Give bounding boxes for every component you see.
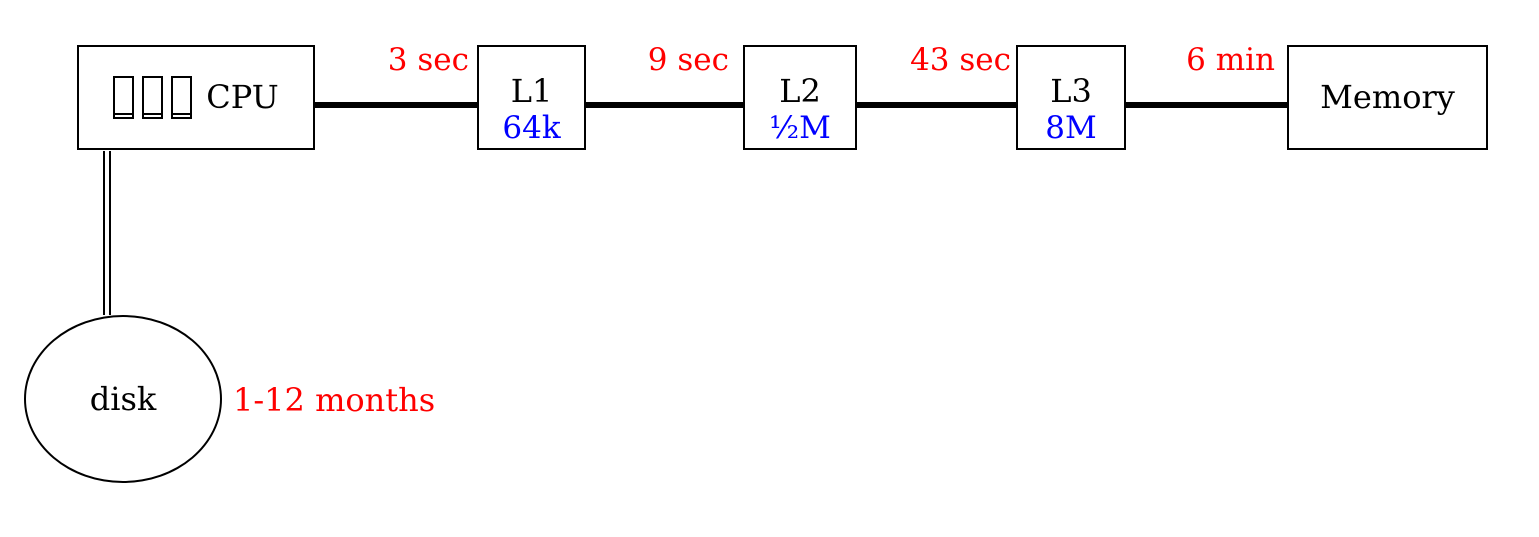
cpu-label: CPU [206,78,279,116]
l2-label: L2 [779,72,821,110]
latency-label-l2-l3: 43 sec [910,42,1011,78]
l3-size-label: 8M [1045,110,1097,146]
edge-cpu-l1 [315,102,477,108]
missing-glyph-icon [142,76,164,119]
latency-label-l1-l2: 9 sec [647,42,729,78]
node-l2-cache: L2 ½M [743,45,857,150]
latency-label-cpu-disk: 1-12 months [233,381,436,419]
edge-l3-memory [1126,102,1287,108]
l2-size-label: ½M [769,110,831,146]
latency-label-l3-memory: 6 min [1186,42,1275,78]
l3-label: L3 [1050,72,1092,110]
missing-glyph-icon [113,76,135,119]
memory-label: Memory [1320,78,1455,116]
edge-l1-l2 [586,102,743,108]
latency-label-cpu-l1: 3 sec [387,42,469,78]
disk-label: disk [89,379,157,418]
node-cpu: CPU [77,45,315,150]
node-l1-cache: L1 64k [477,45,586,150]
edge-l2-l3 [857,102,1016,108]
l1-size-label: 64k [502,110,561,146]
edge-cpu-disk [103,151,111,315]
node-l3-cache: L3 8M [1016,45,1126,150]
node-memory: Memory [1287,45,1488,150]
cpu-content: CPU [113,76,279,119]
missing-glyph-icon [171,76,193,119]
l1-label: L1 [510,72,553,110]
node-disk: disk [24,315,222,483]
